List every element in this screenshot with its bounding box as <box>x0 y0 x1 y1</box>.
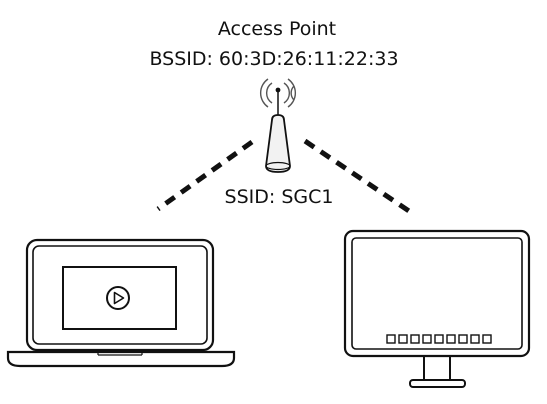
taskbar-square <box>458 334 468 344</box>
taskbar-square <box>422 334 432 344</box>
access-point-bssid: BSSID: 60:3D:26:11:22:33 <box>149 48 398 70</box>
link-to-monitor <box>303 138 411 214</box>
monitor-icon <box>343 229 531 388</box>
taskbar-square <box>446 334 456 344</box>
access-point-title: Access Point <box>218 18 336 40</box>
taskbar-icons <box>386 334 492 344</box>
laptop-icon <box>6 238 236 368</box>
wireless-access-point-icon <box>259 78 297 173</box>
taskbar-square <box>398 334 408 344</box>
access-point-ssid: SSID: SGC1 <box>225 186 334 208</box>
play-button-icon <box>106 286 130 310</box>
taskbar-square <box>434 334 444 344</box>
taskbar-square <box>470 334 480 344</box>
link-to-laptop <box>156 139 254 212</box>
taskbar-square <box>482 334 492 344</box>
taskbar-square <box>386 334 396 344</box>
taskbar-square <box>410 334 420 344</box>
